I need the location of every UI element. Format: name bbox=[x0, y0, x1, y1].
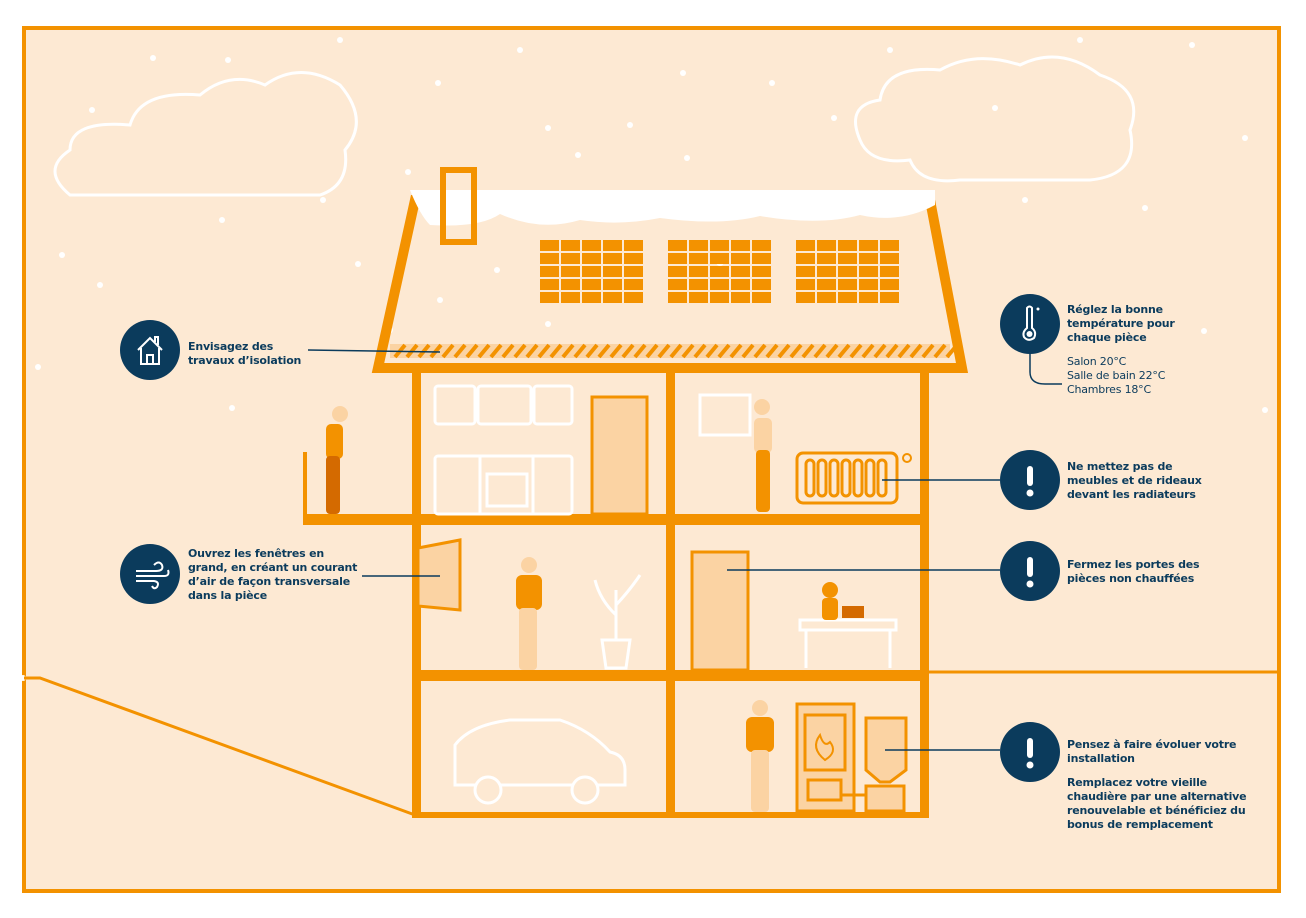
temperature-list: Salon 20°C Salle de bain 22°C Chambres 1… bbox=[1067, 355, 1207, 397]
plant bbox=[593, 574, 642, 670]
callout-title: Pensez à faire évoluer votre installatio… bbox=[1067, 738, 1237, 765]
chimney bbox=[440, 167, 477, 245]
solar-panel bbox=[668, 240, 771, 303]
callout-radiators: Ne mettez pas de meubles et de rideaux d… bbox=[1067, 460, 1217, 502]
callout-temperature: Réglez la bonne température pour chaque … bbox=[1067, 303, 1207, 397]
boiler bbox=[795, 702, 856, 813]
person-basement bbox=[746, 700, 774, 812]
snow-on-roof bbox=[410, 190, 935, 226]
callout-body: Remplacez votre vieille chaudière par un… bbox=[1067, 776, 1247, 831]
exclamation-icon bbox=[1000, 450, 1060, 510]
solar-panel bbox=[796, 240, 899, 303]
leader-lines bbox=[307, 349, 1062, 751]
insulation-layer bbox=[390, 343, 959, 359]
callout-title: Réglez la bonne température pour chaque … bbox=[1067, 303, 1175, 344]
temp-bathroom: Salle de bain 22°C bbox=[1067, 369, 1166, 382]
door-closed bbox=[690, 550, 750, 672]
callout-doors: Fermez les portes des pièces non chauffé… bbox=[1067, 558, 1217, 586]
temp-salon: Salon 20°C bbox=[1067, 355, 1127, 368]
person-window bbox=[516, 557, 542, 670]
person-balcony bbox=[326, 406, 348, 514]
hill-line bbox=[24, 676, 416, 817]
callout-title: Ouvrez les fenêtres en grand, en créant … bbox=[188, 547, 358, 602]
snowflakes bbox=[20, 37, 1268, 681]
exclamation-icon bbox=[1000, 541, 1060, 601]
picture-frame bbox=[698, 393, 752, 437]
desk bbox=[798, 618, 898, 668]
house-icon bbox=[120, 320, 180, 380]
kitchen bbox=[433, 384, 574, 516]
callout-insulation: Envisagez des travaux d’isolation bbox=[188, 340, 308, 368]
solar-panel bbox=[540, 240, 643, 303]
radiator bbox=[795, 451, 912, 505]
car bbox=[453, 718, 627, 805]
callout-installation: Pensez à faire évoluer votre installatio… bbox=[1067, 738, 1247, 832]
door-kitchen bbox=[590, 395, 649, 516]
person-desk bbox=[822, 582, 864, 620]
callout-title: Fermez les portes des pièces non chauffé… bbox=[1067, 558, 1200, 585]
open-window bbox=[416, 538, 462, 612]
thermometer-icon bbox=[1000, 294, 1060, 354]
callout-title: Ne mettez pas de meubles et de rideaux d… bbox=[1067, 460, 1202, 501]
callout-title: Envisagez des travaux d’isolation bbox=[188, 340, 302, 367]
person-bathroom bbox=[754, 399, 772, 512]
exclamation-icon bbox=[1000, 722, 1060, 782]
wind-icon bbox=[120, 544, 180, 604]
solar-panels bbox=[540, 240, 899, 303]
cloud-left bbox=[53, 71, 358, 197]
temp-bedrooms: Chambres 18°C bbox=[1067, 383, 1151, 396]
cloud-right bbox=[854, 55, 1136, 183]
callout-ventilation: Ouvrez les fenêtres en grand, en créant … bbox=[188, 547, 358, 603]
